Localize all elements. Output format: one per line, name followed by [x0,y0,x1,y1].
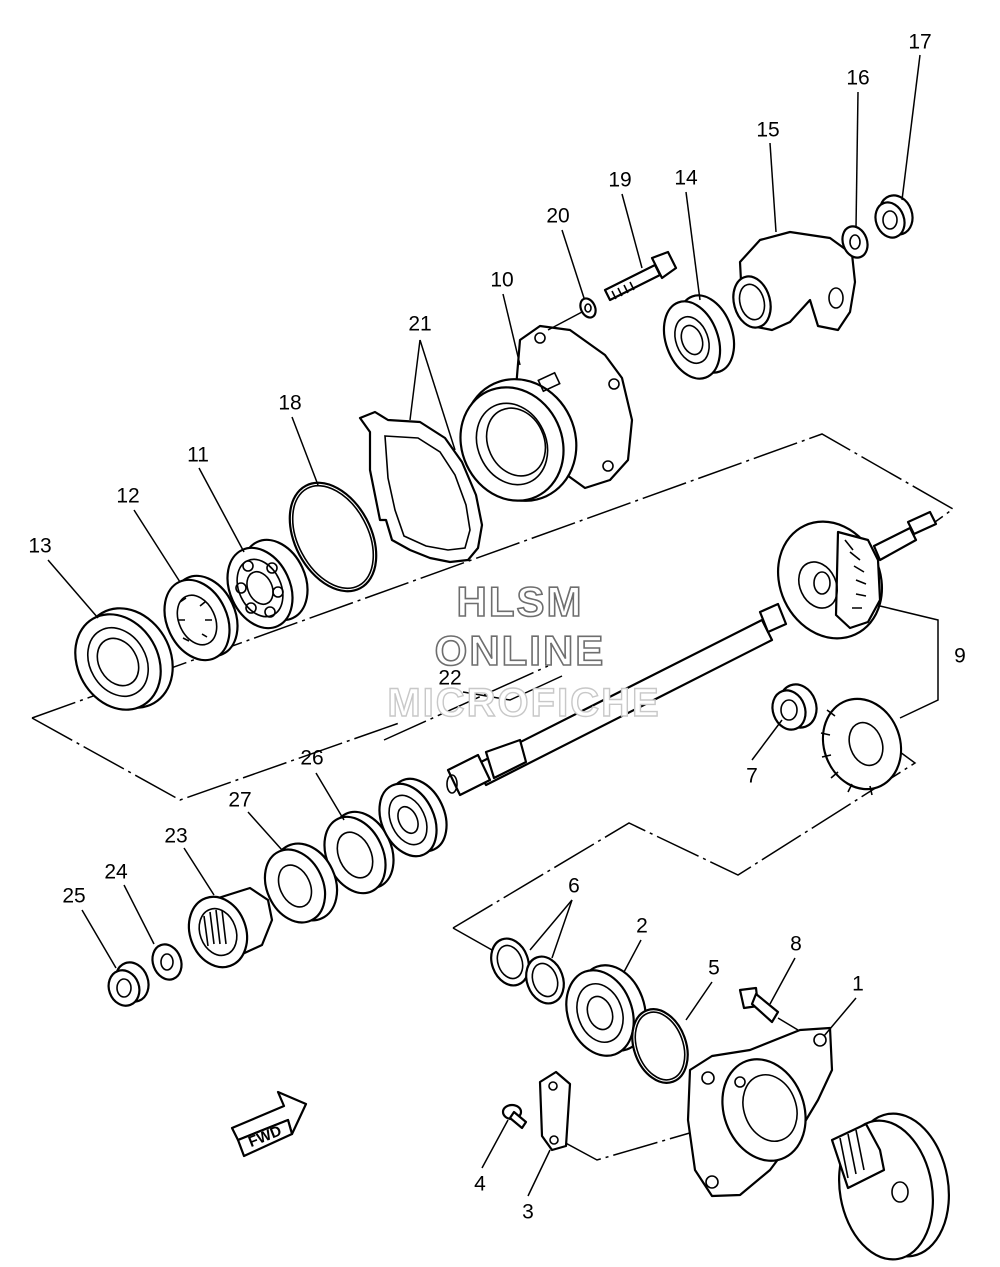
callout-19: 19 [608,169,631,192]
part-1-driven-gear [830,1112,950,1261]
callout-14: 14 [674,167,698,190]
part-23-coupling [187,886,274,969]
callout-18: 18 [278,392,301,415]
watermark-line-3: MICROFICHE [387,681,660,725]
group-outlines [31,433,955,1161]
callout-13: 13 [28,535,51,558]
callout-11: 11 [187,444,209,467]
part-6-shims [490,937,565,1005]
callout-4: 4 [474,1173,486,1196]
part-2-ball-bearing [565,964,647,1057]
callout-labels: 17 16 15 14 19 20 10 21 18 11 12 13 9 22… [28,31,966,1224]
part-22-shaft [446,602,788,797]
callout-10: 10 [490,269,513,292]
part-7-nut [771,683,818,731]
part-12-ring-nut [163,574,239,662]
part-4-screw [501,1103,528,1130]
callout-8: 8 [790,933,802,956]
part-22-bearing [378,777,448,858]
callout-21: 21 [408,313,431,336]
callout-2: 2 [636,915,648,938]
callout-24: 24 [104,861,128,884]
lower-group-outline-left [452,927,493,951]
upper-group-outline [31,433,955,719]
plate-link-outline [559,1129,701,1161]
part-9-bevel-gear-lower [820,697,903,796]
part-24-washer [151,943,183,981]
part-5-o-ring [631,1008,689,1084]
part-11-ball-bearing [226,538,309,630]
upper-group-outline-lower [31,717,403,801]
part-21-gasket [358,410,484,564]
part-14-oil-seal [662,294,736,380]
callout-3: 3 [522,1201,534,1224]
callout-25: 25 [62,885,85,908]
callout-17: 17 [908,31,931,54]
leader-lines [47,54,939,1197]
callout-26: 26 [300,747,323,770]
part-20-washer [547,297,597,331]
shaft-group-outline [383,665,549,741]
part-25-nut [107,961,150,1007]
part-17-nut [874,194,914,239]
fwd-arrow-icon: FWD [230,1090,308,1158]
part-19-bolt [603,250,678,302]
callout-5: 5 [708,957,720,980]
part-10-housing [459,324,634,502]
callout-12: 12 [116,485,139,508]
part-8-bolt [738,986,799,1031]
part-27-bearing [263,842,339,924]
watermark: HLSM ONLINE MICROFICHE [387,577,660,726]
callout-16: 16 [846,67,869,90]
part-3-lock-plate [538,1070,572,1152]
callout-9: 9 [954,645,966,668]
callout-1: 1 [852,973,864,996]
callout-15: 15 [756,119,779,142]
callout-27: 27 [228,789,251,812]
part-15-yoke [732,230,857,332]
callout-20: 20 [546,205,569,228]
part-1-bearing-housing [686,1026,834,1198]
watermark-line-1: HLSM [457,578,584,625]
callout-7: 7 [746,765,758,788]
part-9-bevel-gear-upper [776,510,938,640]
part-16-washer [841,225,869,259]
callout-22: 22 [438,667,461,690]
lower-group-outline [452,751,917,929]
callout-6: 6 [568,875,580,898]
part-13-bearing [74,607,174,711]
part-18-o-ring [288,481,378,593]
watermark-line-2: ONLINE [435,627,606,674]
callout-23: 23 [164,825,187,848]
